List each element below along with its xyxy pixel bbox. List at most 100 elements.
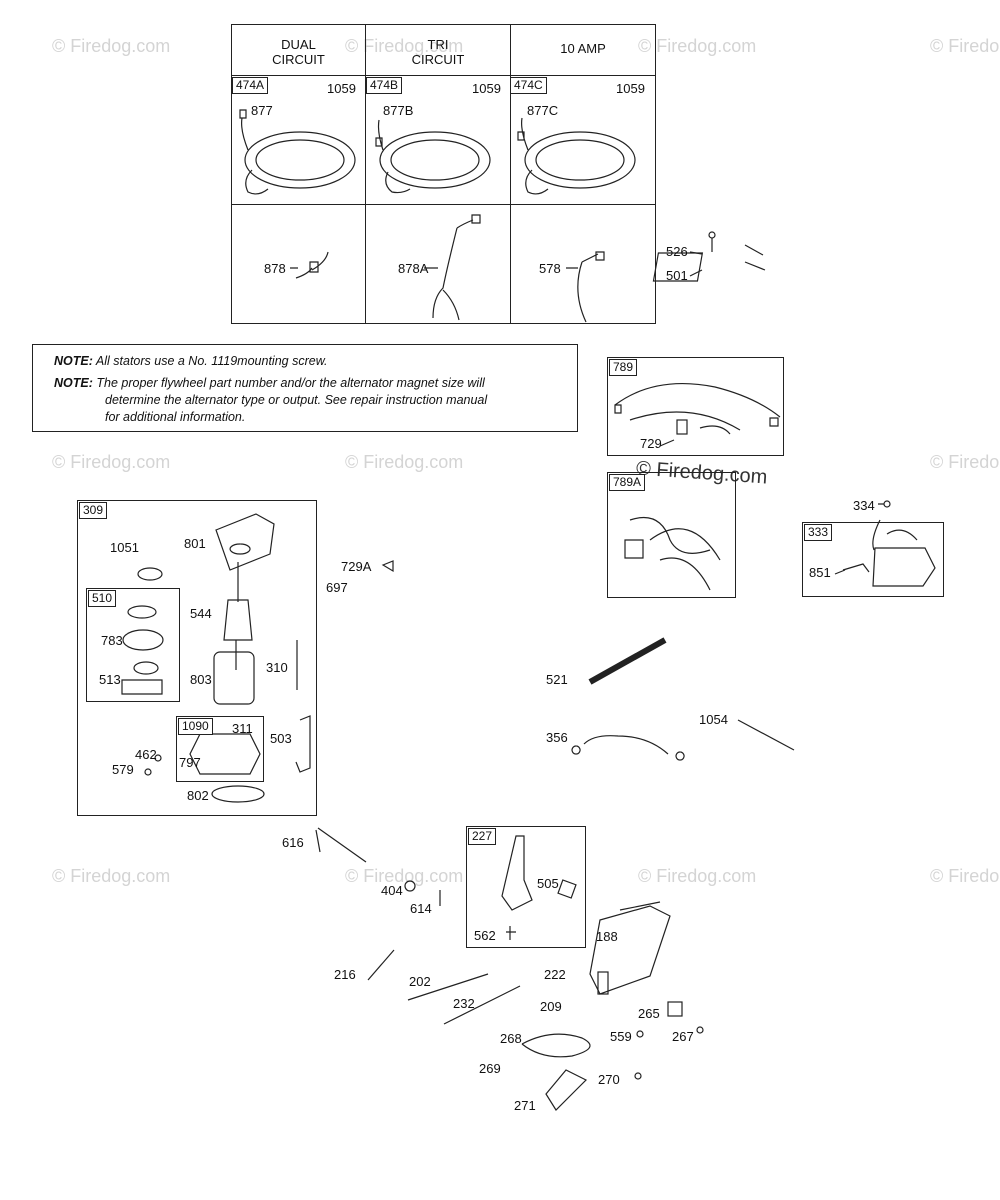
part-label: 783 [101, 633, 123, 648]
kit-tag: 510 [88, 590, 117, 607]
part-label: 578 [539, 261, 561, 276]
armature-icon [223, 562, 253, 670]
part-label: 1051 [110, 540, 139, 555]
rectifier-icon [652, 231, 766, 282]
washer-icon [137, 567, 163, 581]
wire-lead-icon [295, 251, 329, 279]
lead-cell [365, 204, 511, 324]
notes-box: NOTE: All stators use a No. 1119mounting… [32, 344, 578, 432]
kit-tag: 474A [232, 77, 269, 94]
lead-cell [510, 204, 656, 324]
harness-icon [614, 382, 781, 435]
part-label: 729 [640, 436, 662, 451]
screw-icon [506, 926, 516, 940]
part-label: 232 [453, 996, 475, 1011]
control-lever-icon [501, 835, 533, 911]
kit-tag: 789 [609, 359, 638, 376]
spring-link-icon [367, 949, 395, 981]
kit-box-789 [607, 357, 784, 456]
part-label: 462 [135, 747, 157, 762]
part-label: 614 [410, 901, 432, 916]
note-text: The proper flywheel part number and/or t… [96, 376, 485, 390]
tube-icon [588, 637, 667, 685]
gear-icon [121, 605, 164, 695]
kit-tag: 1090 [178, 718, 213, 735]
clip-icon [676, 419, 688, 435]
watermark: © Firedog.com [52, 452, 171, 472]
kit-tag: 474C [510, 77, 547, 94]
part-label: 802 [187, 788, 209, 803]
kit-box-1090 [176, 716, 264, 782]
part-label: 616 [282, 835, 304, 850]
control-bracket-icon [589, 901, 671, 995]
choke-cable-icon [521, 1033, 591, 1058]
part-label: 1054 [699, 712, 728, 727]
part-label: 801 [184, 536, 206, 551]
ground-wire-icon [571, 735, 685, 761]
part-label: 1059 [327, 81, 356, 96]
part-label: 311 [232, 721, 253, 736]
kit-box-227 [466, 826, 586, 948]
harness-icon [624, 516, 721, 591]
rod-icon [407, 973, 489, 1001]
part-label: 513 [99, 672, 121, 687]
part-label: 729A [341, 559, 372, 574]
housing-icon [213, 651, 255, 705]
brush-plate-icon [189, 733, 261, 775]
watermark: © Firedog.com [930, 36, 1000, 56]
cable-tie-icon [737, 719, 795, 751]
part-label: 1059 [472, 81, 501, 96]
part-label: 797 [179, 755, 201, 770]
part-label: 265 [638, 1006, 660, 1021]
spring-icon [597, 971, 609, 995]
kit-tag: 789A [609, 474, 646, 491]
part-label: 268 [500, 1031, 522, 1046]
kit-box-510 [86, 588, 180, 702]
lever-icon [315, 827, 367, 863]
watermark: © Firedog.com [638, 36, 757, 56]
kit-box-309 [77, 500, 317, 816]
stator-ring-icon [239, 109, 356, 195]
header-10-amp: 10 AMP [510, 24, 656, 76]
part-label: 877C [527, 103, 559, 118]
watermark: © Firedog.com [52, 866, 171, 886]
part-label: 188 [596, 929, 618, 944]
wire-lead-icon [432, 214, 481, 321]
clip-icon [381, 560, 394, 573]
washer-icon [404, 880, 416, 892]
kit-tag: 474B [366, 77, 403, 94]
part-label: 216 [334, 967, 356, 982]
part-label: 803 [190, 672, 212, 687]
part-label: 579 [112, 762, 134, 777]
watermark: © Firedog.com [345, 866, 464, 886]
part-label: 404 [381, 883, 403, 898]
lead-cell [231, 204, 366, 324]
part-label: 526 [666, 244, 688, 259]
watermark: © Firedog.com [345, 452, 464, 472]
note-text: determine the alternator type or output.… [105, 393, 488, 407]
part-label: 334 [853, 498, 875, 513]
part-label: 270 [598, 1072, 620, 1087]
part-label: 310 [266, 660, 288, 675]
part-label: 505 [537, 876, 559, 891]
bushing-icon [557, 879, 577, 899]
watermark: © Firedog.com [930, 452, 1000, 472]
block-icon [667, 1001, 683, 1017]
note-label: NOTE: [54, 354, 93, 368]
part-label: 356 [546, 730, 568, 745]
part-label: 878 [264, 261, 286, 276]
ignition-coil-icon [842, 500, 936, 587]
watermark: © Firedog.com [638, 866, 757, 886]
part-label: 269 [479, 1061, 501, 1076]
part-label: 501 [666, 268, 688, 283]
kit-tag: 227 [468, 828, 497, 845]
kit-box-333 [802, 522, 944, 597]
part-label: 878A [398, 261, 429, 276]
part-label: 562 [474, 928, 496, 943]
note-label: NOTE: [54, 376, 93, 390]
part-label: 544 [190, 606, 212, 621]
part-label: 877 [251, 103, 273, 118]
bracket-801-icon [215, 513, 275, 571]
